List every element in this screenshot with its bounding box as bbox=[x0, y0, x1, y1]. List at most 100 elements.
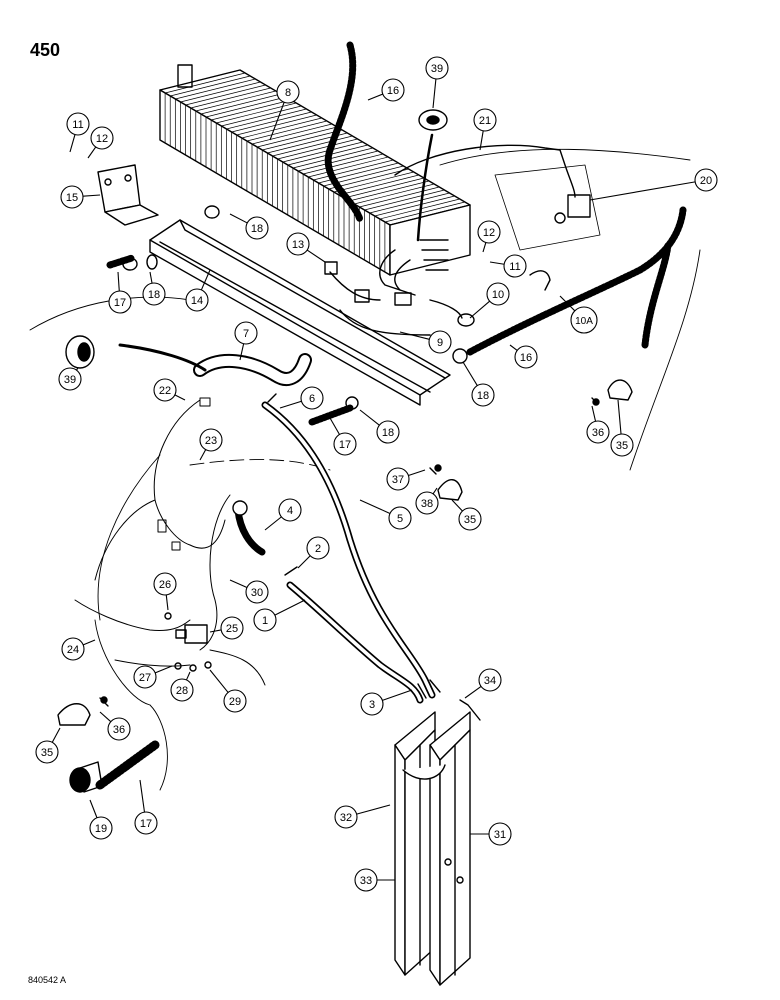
callout-label-34: 34 bbox=[484, 675, 496, 687]
callout-leader-4 bbox=[264, 516, 282, 531]
callout-label-38: 38 bbox=[421, 498, 433, 510]
callout-label-12: 12 bbox=[96, 133, 108, 145]
callout-leader-38 bbox=[432, 487, 438, 495]
callout-label-36: 36 bbox=[592, 427, 604, 439]
callout-label-23: 23 bbox=[205, 435, 217, 447]
callout-label-19: 19 bbox=[95, 823, 107, 835]
callout-label-4: 4 bbox=[287, 505, 293, 517]
callout-label-32: 32 bbox=[340, 812, 352, 824]
callout-balloon-11 bbox=[66, 112, 90, 136]
callout-balloon-33 bbox=[354, 868, 378, 892]
callout-leader-19 bbox=[89, 799, 98, 818]
callout-leader-12 bbox=[87, 146, 97, 159]
callout-label-26: 26 bbox=[159, 579, 171, 591]
callout-label-18: 18 bbox=[148, 289, 160, 301]
callout-label-33: 33 bbox=[360, 875, 372, 887]
callout-label-21: 21 bbox=[479, 115, 491, 127]
callout-leader-2 bbox=[297, 555, 311, 569]
callout-balloon-26 bbox=[153, 572, 177, 596]
callout-balloon-17 bbox=[333, 432, 357, 456]
elbow-hose bbox=[193, 353, 312, 386]
callout-balloon-20 bbox=[694, 168, 718, 192]
callout-label-36: 36 bbox=[113, 724, 125, 736]
callout-balloon-7 bbox=[234, 321, 258, 345]
callout-label-39: 39 bbox=[64, 374, 76, 386]
callout-balloon-19 bbox=[89, 816, 113, 840]
grommet-parts bbox=[65, 109, 448, 372]
callout-leader-15 bbox=[82, 194, 101, 197]
callout-leader-17 bbox=[139, 779, 146, 813]
callout-leader-16 bbox=[509, 344, 518, 351]
callout-leader-32 bbox=[356, 804, 391, 815]
callout-leader-12 bbox=[482, 242, 487, 253]
callout-label-35: 35 bbox=[464, 514, 476, 526]
callout-balloon-9 bbox=[428, 330, 452, 354]
callout-leader-13 bbox=[306, 249, 326, 263]
callout-leader-35 bbox=[51, 727, 61, 743]
heater-core bbox=[159, 64, 471, 296]
callout-leader-5 bbox=[359, 499, 391, 514]
callout-label-29: 29 bbox=[229, 696, 241, 708]
callout-label-11: 11 bbox=[509, 261, 520, 273]
callout-balloon-12 bbox=[90, 126, 114, 150]
callout-leader-18 bbox=[359, 409, 380, 426]
callout-balloon-1 bbox=[253, 608, 277, 632]
callout-leader-16 bbox=[367, 93, 383, 101]
callout-balloon-12 bbox=[477, 220, 501, 244]
callout-label-9: 9 bbox=[437, 337, 443, 349]
callout-leader-18 bbox=[149, 271, 153, 284]
figure-code: 840542 A bbox=[28, 975, 67, 985]
callout-balloon-30 bbox=[245, 580, 269, 604]
callout-label-17: 17 bbox=[114, 297, 126, 309]
callout-balloon-18 bbox=[376, 420, 400, 444]
callout-label-35: 35 bbox=[616, 440, 628, 452]
corrugated-hoses bbox=[95, 41, 687, 790]
callout-leader-25 bbox=[209, 629, 222, 633]
callout-label-11: 11 bbox=[72, 119, 83, 131]
callout-balloon-36 bbox=[586, 420, 610, 444]
callout-balloon-13 bbox=[286, 232, 310, 256]
hose-clamps bbox=[57, 379, 633, 726]
callout-leader-36 bbox=[99, 711, 112, 723]
callout-label-7: 7 bbox=[243, 328, 249, 340]
control-valve-cable bbox=[394, 144, 601, 251]
callout-balloon-23 bbox=[199, 428, 223, 452]
callout-balloon-37 bbox=[386, 467, 410, 491]
wiring-harness bbox=[74, 397, 266, 686]
fittings bbox=[122, 205, 551, 410]
callout-balloon-10 bbox=[486, 282, 510, 306]
callout-label-18: 18 bbox=[251, 223, 263, 235]
callout-balloon-28 bbox=[170, 678, 194, 702]
callout-label-25: 25 bbox=[226, 623, 238, 635]
callout-label-2: 2 bbox=[315, 543, 321, 555]
callout-label-3: 3 bbox=[369, 699, 375, 711]
callout-leader-11 bbox=[489, 261, 505, 265]
callout-leader-39 bbox=[432, 78, 437, 109]
callout-balloon-39 bbox=[425, 56, 449, 80]
mounting-bracket bbox=[97, 164, 159, 226]
callout-leader-21 bbox=[479, 130, 484, 151]
callout-leader-10 bbox=[469, 300, 491, 319]
callout-balloon-18 bbox=[142, 282, 166, 306]
heater-frame bbox=[149, 219, 451, 406]
end-plug bbox=[69, 761, 103, 793]
callout-label-28: 28 bbox=[176, 685, 188, 697]
callout-label-13: 13 bbox=[292, 239, 304, 251]
callout-label-15: 15 bbox=[66, 192, 78, 204]
callout-label-16: 16 bbox=[387, 85, 399, 97]
callout-balloon-36 bbox=[107, 717, 131, 741]
callout-leader-9 bbox=[399, 331, 430, 340]
callout-balloon-2 bbox=[306, 536, 330, 560]
callout-leader-11 bbox=[69, 134, 76, 153]
callout-label-8: 8 bbox=[285, 87, 291, 99]
callout-balloon-38 bbox=[415, 491, 439, 515]
page-number: 450 bbox=[30, 40, 61, 60]
callout-label-10A: 10A bbox=[575, 316, 593, 327]
callout-balloon-27 bbox=[133, 665, 157, 689]
callout-balloon-18 bbox=[245, 216, 269, 240]
callout-label-20: 20 bbox=[700, 175, 712, 187]
callout-leader-17 bbox=[117, 271, 120, 292]
callout-leader-26 bbox=[165, 594, 169, 611]
callout-balloon-22 bbox=[153, 378, 177, 402]
